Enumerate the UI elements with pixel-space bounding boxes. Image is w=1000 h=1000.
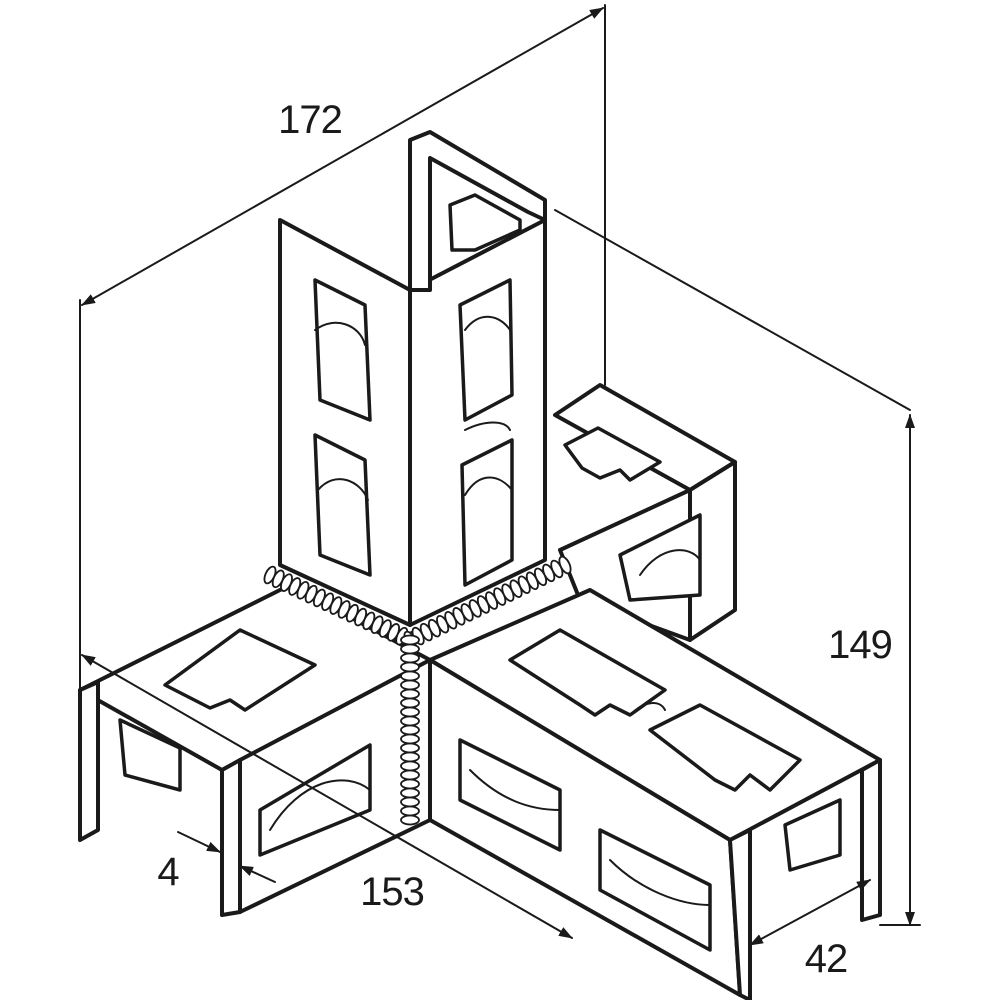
dim-channel-width: 42 — [805, 937, 848, 981]
dimension-lines — [79, 4, 921, 946]
weld-bead — [558, 555, 572, 575]
weld-bead — [400, 679, 420, 691]
weld-bead — [400, 814, 420, 826]
weld-bead — [400, 742, 420, 754]
weld-bead — [400, 787, 420, 799]
weld-bead — [400, 661, 420, 673]
weld-bead — [400, 733, 420, 745]
weld-bead — [400, 688, 420, 700]
weld-bead — [400, 778, 420, 790]
weld-bead — [400, 760, 420, 772]
dim-height: 149 — [828, 623, 892, 667]
vertical-post — [278, 130, 547, 627]
weld-bead — [400, 643, 420, 655]
front-left-arm — [78, 583, 432, 917]
weld-bead — [400, 751, 420, 763]
weld-bead — [400, 697, 420, 709]
dim-arm-length: 153 — [360, 870, 424, 914]
weld-bead — [400, 805, 420, 817]
weld-bead — [400, 634, 420, 646]
weld-bead — [400, 706, 420, 718]
weld-bead — [400, 670, 420, 682]
weld-bead — [400, 724, 420, 736]
dim-thickness: 4 — [157, 850, 179, 894]
weld-bead — [400, 769, 420, 781]
weld-bead — [400, 652, 420, 664]
dim-overall-length: 172 — [278, 98, 342, 142]
weld-bead — [400, 796, 420, 808]
weld-bead — [400, 715, 420, 727]
